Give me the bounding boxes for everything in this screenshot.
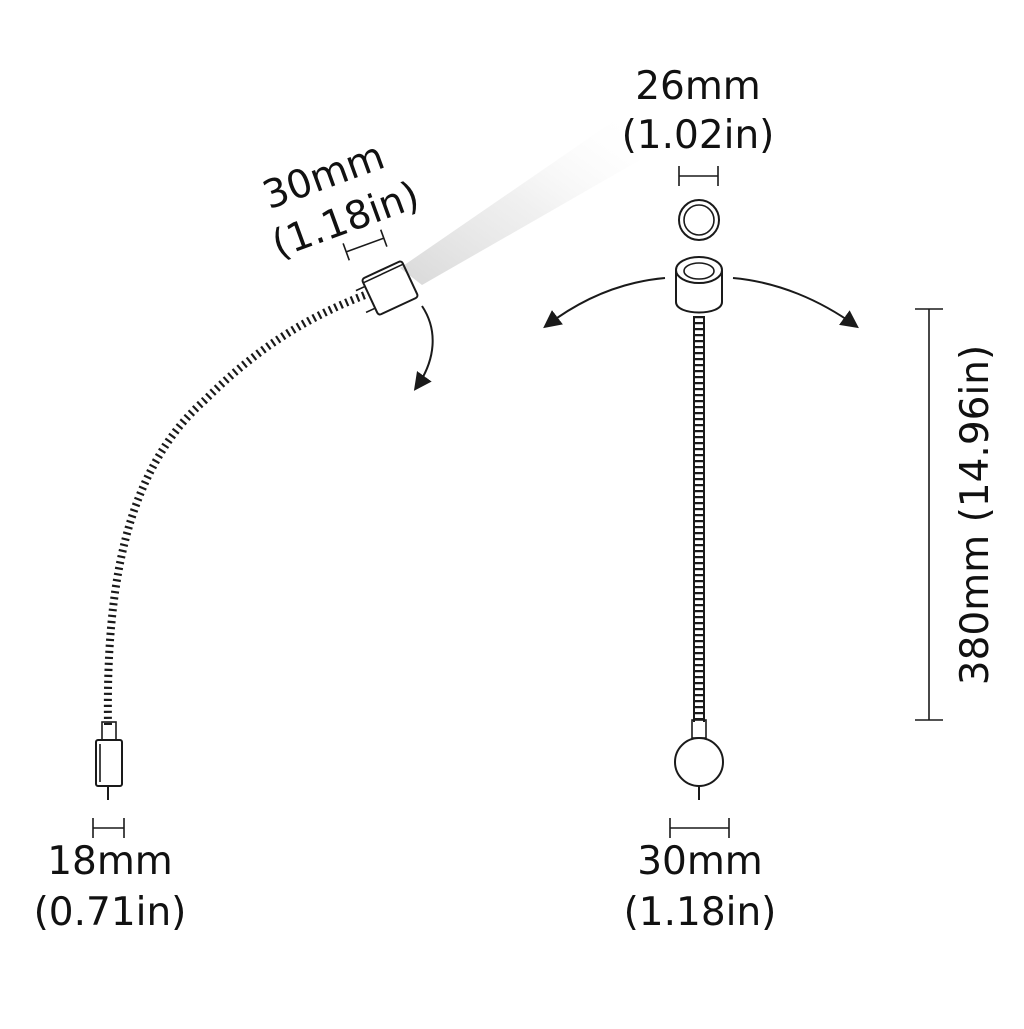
gooseneck-inner <box>103 291 367 726</box>
gooseneck-coils <box>103 291 367 726</box>
arm-length-dimension <box>915 308 943 721</box>
lens-ring-inner <box>683 204 715 236</box>
front-head-dimension <box>678 166 719 186</box>
light-beam <box>400 118 640 285</box>
gooseneck-outline <box>106 294 366 726</box>
side-head <box>355 260 419 316</box>
side-base-mm: 18mm <box>47 839 173 884</box>
side-base-dimension <box>92 818 125 838</box>
swing-right-arrow-icon <box>732 277 859 329</box>
swing-left-arrow-icon <box>543 277 666 329</box>
front-view-lamp: 26mm (1.02in) <box>543 64 998 935</box>
rotate-arrow-icon <box>413 305 434 391</box>
side-base-in: (0.71in) <box>34 890 187 935</box>
side-view-lamp: 30mm (1.18in) 18mm (0.71in) <box>34 118 640 935</box>
front-head <box>675 256 723 314</box>
front-base <box>674 719 724 800</box>
front-head-in: (1.02in) <box>622 113 775 158</box>
front-base-in: (1.18in) <box>624 890 777 935</box>
side-head-dimension <box>342 229 388 261</box>
lens-ring <box>678 199 720 241</box>
front-base-dimension <box>669 818 730 838</box>
front-head-mm: 26mm <box>635 64 761 109</box>
side-base <box>95 721 123 800</box>
front-base-mm: 30mm <box>637 839 763 884</box>
arm-length-label: 380mm (14.96in) <box>953 345 998 685</box>
